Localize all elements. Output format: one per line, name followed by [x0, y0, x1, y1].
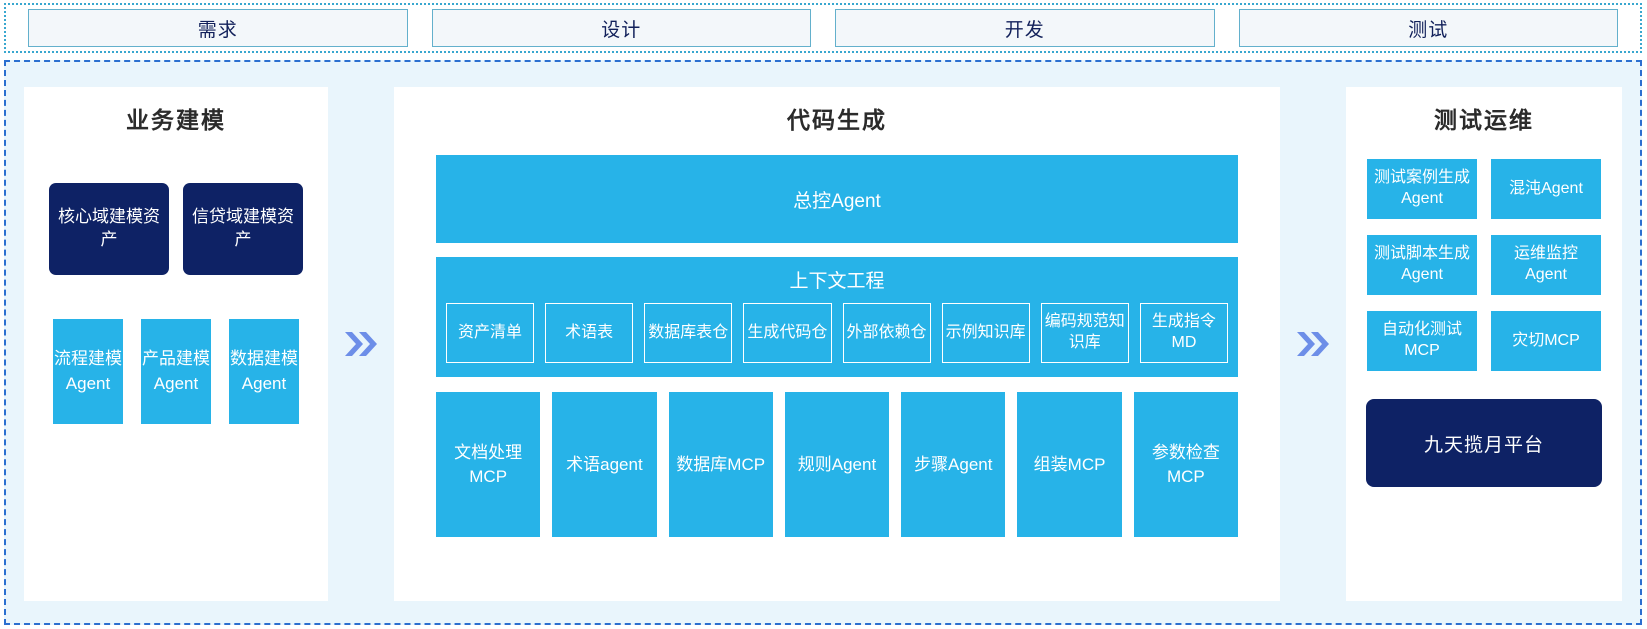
context-chip-label: 外部依赖仓	[846, 323, 927, 341]
ops-tile-automated-test-mcp[interactable]: 自动化测试MCP	[1367, 311, 1477, 371]
ops-tile-label: 灾切MCP	[1512, 331, 1580, 349]
platform-card-label: 九天揽月平台	[1423, 434, 1544, 456]
panel-title-testops: 测试运维	[1434, 107, 1534, 133]
main-area: 业务建模 核心域建模资产 信贷域建模资产 流程建模Agent 产品建模Agent…	[4, 60, 1642, 625]
tool-tile-label: 步骤Agent	[914, 454, 993, 474]
context-chip-label: 示例知识库	[945, 323, 1026, 341]
context-chip-label: 术语表	[565, 323, 614, 341]
context-chip-label: 编码规范知识库	[1044, 313, 1125, 351]
agent-tile-label: 产品建模Agent	[142, 348, 210, 393]
panel-code-generation: 代码生成 总控Agent 上下文工程 资产清单 术语表	[394, 87, 1280, 601]
ops-tile-chaos-agent[interactable]: 混沌Agent	[1491, 159, 1601, 219]
asset-card-core-domain[interactable]: 核心域建模资产	[49, 183, 169, 275]
tool-tile-label: 数据库MCP	[676, 454, 766, 474]
panel-business-modeling: 业务建模 核心域建模资产 信贷域建模资产 流程建模Agent 产品建模Agent…	[24, 87, 328, 601]
phase-box-requirements[interactable]: 需求	[28, 9, 408, 47]
ops-tile-label: 测试案例生成Agent	[1373, 169, 1470, 207]
tool-tile-label: 组装MCP	[1033, 454, 1106, 474]
testops-tile-grid: 测试案例生成Agent 混沌Agent 测试脚本生成Agent 运维监控Agen…	[1367, 159, 1601, 371]
phase-box-development[interactable]: 开发	[835, 9, 1215, 47]
tool-tile-document-processing-mcp[interactable]: 文档处理MCP	[436, 392, 541, 537]
context-engineering-title: 上下文工程	[789, 271, 885, 292]
context-chip-coding-standard-knowledge-base[interactable]: 编码规范知识库	[1040, 303, 1129, 363]
context-chip-generated-code-repo[interactable]: 生成代码仓	[743, 303, 832, 363]
double-chevron-right-icon	[1297, 332, 1329, 356]
agent-tile-data-modeling[interactable]: 数据建模Agent	[229, 319, 299, 424]
flow-arrow-business-to-code	[328, 87, 394, 601]
tool-tile-database-mcp[interactable]: 数据库MCP	[668, 392, 773, 537]
context-chip-asset-list[interactable]: 资产清单	[446, 303, 535, 363]
context-chip-example-knowledge-base[interactable]: 示例知识库	[941, 303, 1030, 363]
asset-card-label: 核心域建模资产	[58, 207, 160, 249]
phase-label: 需求	[197, 19, 238, 41]
master-agent-bar[interactable]: 总控Agent	[436, 155, 1238, 243]
ops-tile-operations-monitoring-agent[interactable]: 运维监控Agent	[1491, 235, 1601, 295]
phase-box-design[interactable]: 设计	[431, 9, 811, 47]
tool-tile-label: 参数检查MCP	[1151, 442, 1220, 486]
context-chip-label: 资产清单	[458, 323, 523, 341]
tool-tile-rule-agent[interactable]: 规则Agent	[784, 392, 890, 537]
context-chip-glossary[interactable]: 术语表	[545, 303, 634, 363]
double-chevron-right-icon	[345, 332, 377, 356]
phase-label: 测试	[1408, 19, 1449, 41]
master-agent-label: 总控Agent	[793, 190, 881, 212]
business-agent-group: 流程建模Agent 产品建模Agent 数据建模Agent	[53, 319, 299, 424]
context-chip-external-dependency-repo[interactable]: 外部依赖仓	[842, 303, 931, 363]
business-asset-group: 核心域建模资产 信贷域建模资产	[49, 183, 303, 275]
phase-strip: 需求 设计 开发 测试	[4, 3, 1642, 53]
ops-tile-label: 运维监控Agent	[1513, 245, 1578, 283]
code-panel-body: 总控Agent 上下文工程 资产清单 术语表 数据库表仓	[414, 141, 1260, 537]
context-chip-label: 生成代码仓	[747, 323, 828, 341]
tool-tile-label: 文档处理MCP	[454, 442, 523, 486]
phase-label: 开发	[1004, 19, 1045, 41]
tool-tile-assembly-mcp[interactable]: 组装MCP	[1017, 392, 1122, 537]
tool-tile-parameter-check-mcp[interactable]: 参数检查MCP	[1133, 392, 1238, 537]
platform-card-jiutian-lanyue[interactable]: 九天揽月平台	[1366, 399, 1602, 487]
context-chip-db-table-repo[interactable]: 数据库表仓	[644, 303, 733, 363]
ops-tile-test-case-generation-agent[interactable]: 测试案例生成Agent	[1367, 159, 1477, 219]
agent-tile-process-modeling[interactable]: 流程建模Agent	[53, 319, 123, 424]
ops-tile-label: 自动化测试MCP	[1381, 321, 1462, 359]
agent-tile-product-modeling[interactable]: 产品建模Agent	[141, 319, 211, 424]
tool-tile-row: 文档处理MCP 术语agent 数据库MCP 规则Agent 步骤Agent	[436, 392, 1238, 537]
ops-tile-test-script-generation-agent[interactable]: 测试脚本生成Agent	[1367, 235, 1477, 295]
context-engineering-block: 上下文工程 资产清单 术语表 数据库表仓 生成代码仓	[436, 257, 1238, 377]
agent-tile-label: 流程建模Agent	[54, 348, 122, 393]
context-chip-row: 资产清单 术语表 数据库表仓 生成代码仓 外部依赖仓	[446, 303, 1228, 363]
context-chip-generation-instruction-md[interactable]: 生成指令MD	[1139, 303, 1228, 363]
phase-box-testing[interactable]: 测试	[1238, 9, 1618, 47]
ops-tile-disaster-switch-mcp[interactable]: 灾切MCP	[1491, 311, 1601, 371]
tool-tile-label: 术语agent	[566, 454, 643, 474]
context-chip-label: 数据库表仓	[648, 323, 729, 341]
phase-label: 设计	[601, 19, 642, 41]
panel-test-operations: 测试运维 测试案例生成Agent 混沌Agent 测试脚本生成Agent 运维监…	[1346, 87, 1622, 601]
agent-tile-label: 数据建模Agent	[230, 348, 298, 393]
panel-title-business: 业务建模	[126, 107, 226, 133]
tool-tile-label: 规则Agent	[797, 454, 877, 474]
asset-card-credit-domain[interactable]: 信贷域建模资产	[183, 183, 303, 275]
ops-tile-label: 测试脚本生成Agent	[1373, 245, 1470, 283]
tool-tile-step-agent[interactable]: 步骤Agent	[901, 392, 1006, 537]
asset-card-label: 信贷域建模资产	[192, 207, 294, 249]
ops-tile-label: 混沌Agent	[1509, 179, 1583, 197]
tool-tile-glossary-agent[interactable]: 术语agent	[552, 392, 657, 537]
panel-title-code: 代码生成	[787, 107, 887, 133]
flow-arrow-code-to-testops	[1280, 87, 1346, 601]
context-chip-label: 生成指令MD	[1151, 313, 1216, 351]
